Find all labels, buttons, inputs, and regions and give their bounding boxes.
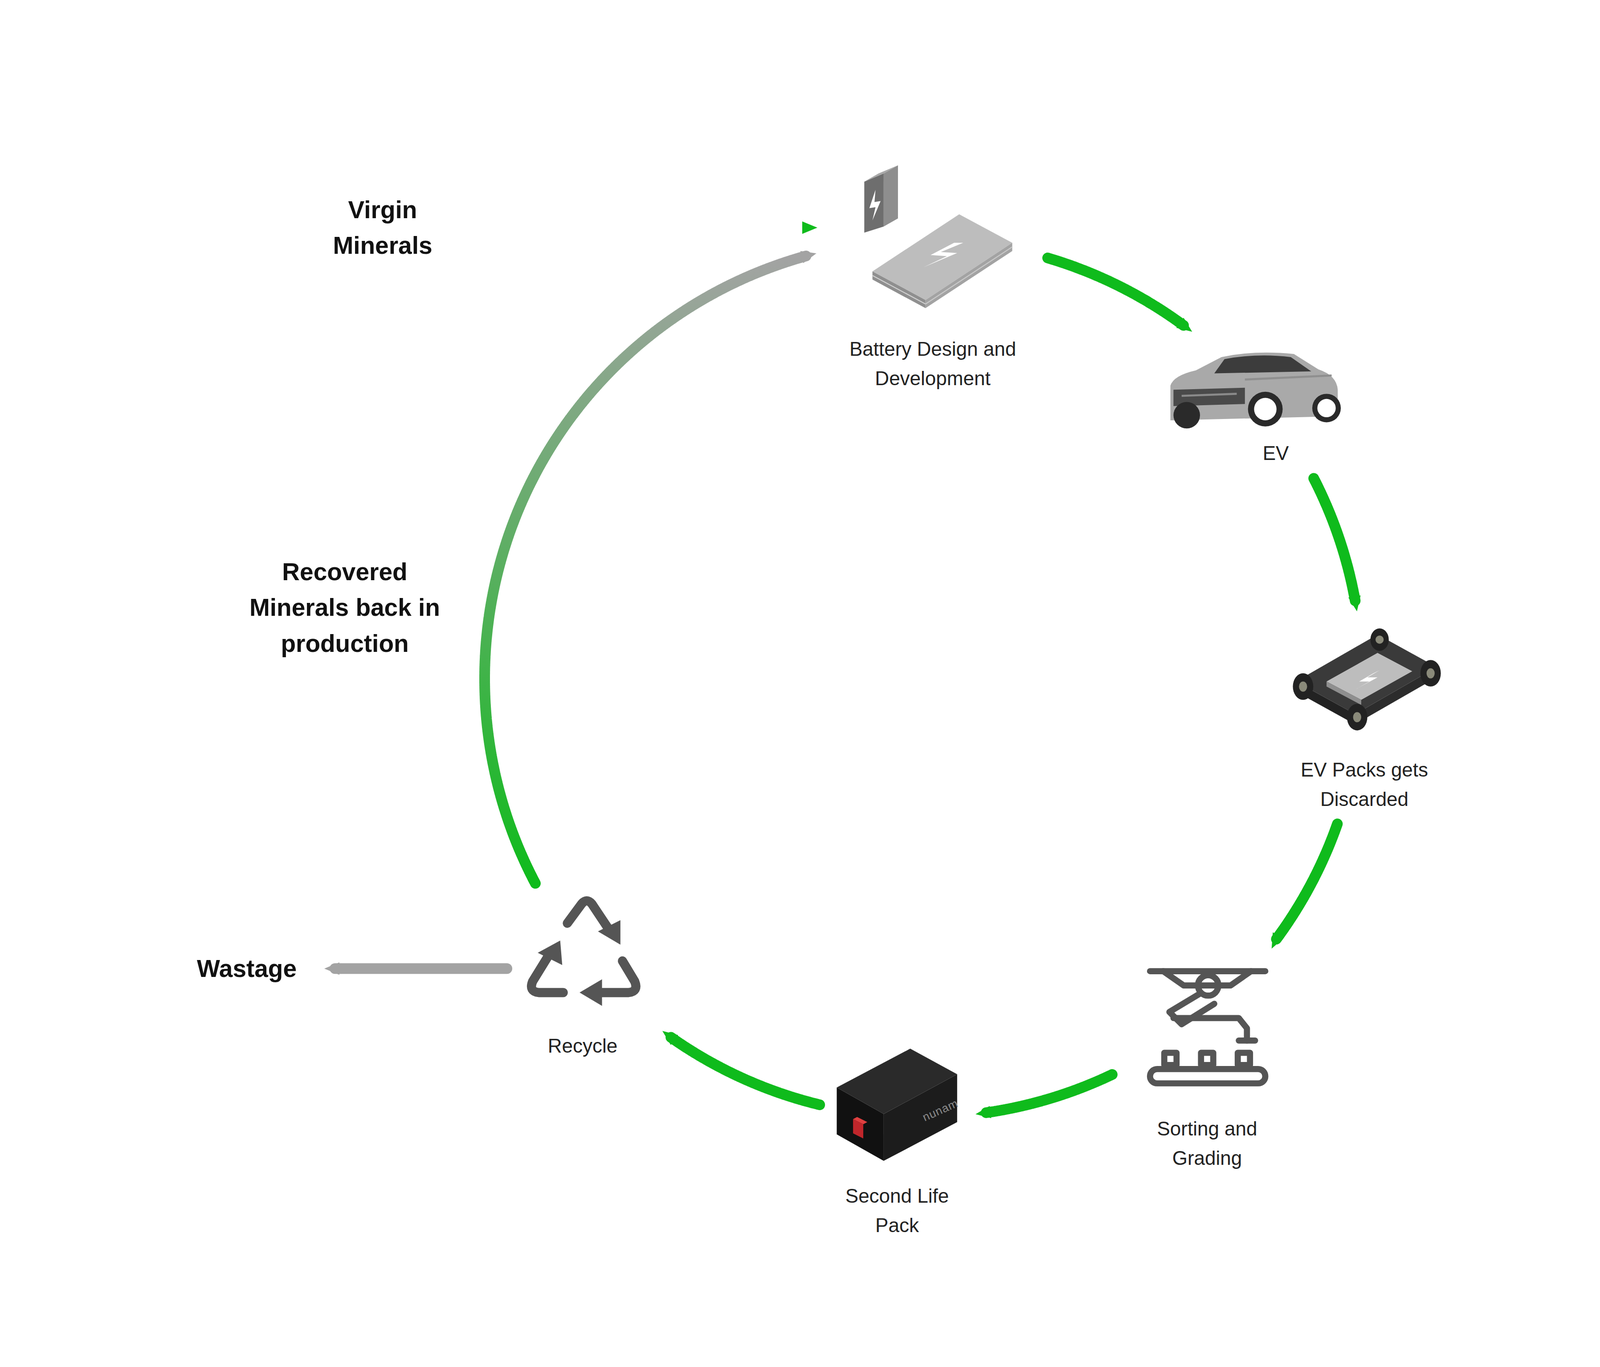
stage-label: Battery Design and Development — [828, 334, 1038, 394]
battery-icon-part — [872, 271, 926, 309]
flow-arrow — [986, 1074, 1113, 1114]
car-icon — [1170, 352, 1342, 429]
car-icon-part — [1214, 355, 1312, 374]
flow-arrow — [334, 963, 507, 975]
flow-arrow — [1313, 478, 1356, 601]
second-life-pack-icon-part — [883, 1074, 958, 1162]
ev-pack-icon-part — [1346, 704, 1368, 731]
battery-icon-part — [872, 275, 926, 305]
brand-text: nunam — [920, 1096, 961, 1125]
recycle-icon-part — [537, 940, 563, 966]
sorting-robot-icon-part — [1164, 1053, 1177, 1066]
stage-label: Sorting and Grading — [1122, 1114, 1292, 1174]
ev-pack-icon-part — [1298, 681, 1307, 692]
stage-label: EV Packs gets Discarded — [1275, 755, 1454, 815]
recycle-icon — [531, 901, 636, 1007]
recycle-icon-part — [567, 901, 609, 929]
battery-icon-part — [864, 173, 884, 233]
ev-pack-icon-part — [1426, 668, 1435, 679]
stage-node: EV — [1186, 346, 1365, 469]
recycle-icon-part — [579, 979, 602, 1007]
car-icon-part — [1253, 398, 1277, 421]
stage-label: Second Life Pack — [830, 1181, 964, 1241]
sorting-robot-icon-part — [1238, 1037, 1256, 1045]
flow-arrow — [465, 222, 807, 233]
sorting-robot-icon-part — [1200, 1053, 1213, 1066]
ev-pack-icon-part — [1326, 681, 1362, 706]
car-icon-part — [1173, 402, 1200, 429]
flow-label: Virgin Minerals — [309, 191, 457, 264]
sorting-robot-icon-part — [1150, 1069, 1266, 1084]
car-icon-part — [1181, 393, 1237, 396]
recycle-icon-part — [597, 920, 621, 945]
flow-endpoint: Wastage — [179, 951, 314, 987]
ev-pack-icon — [1292, 628, 1441, 731]
stage-node: EV Packs gets Discarded — [1275, 622, 1454, 815]
stage-node: Battery Design and Development — [828, 158, 1038, 394]
ev-pack-icon-part — [1420, 660, 1441, 687]
recycle-icon-part — [600, 961, 637, 993]
stage-label: EV — [1186, 438, 1365, 469]
battery-icon-part — [923, 242, 964, 268]
flow-label: Wastage — [179, 951, 314, 987]
flow-endpoint: Virgin Minerals — [309, 191, 457, 264]
stage-node: Recycle — [515, 893, 650, 1062]
second-life-pack-icon-part — [853, 1117, 868, 1125]
ev-pack-icon-part — [1370, 628, 1389, 651]
car-icon-part — [1248, 391, 1283, 427]
battery-icon-part — [883, 165, 898, 227]
second-life-pack-icon-part — [836, 1087, 884, 1162]
battery-icon-part — [869, 189, 881, 221]
car-icon-part — [1244, 375, 1332, 380]
stage-node: Sorting and Grading — [1122, 961, 1292, 1174]
ev-pack-icon-part — [1353, 712, 1362, 723]
stage-node: Second Life Pack nunam — [830, 1044, 964, 1241]
flow-arrow — [1047, 257, 1184, 326]
ev-pack-icon-part — [1292, 673, 1314, 701]
battery-icon-part — [864, 165, 898, 182]
sorting-robot-icon — [1150, 971, 1266, 1084]
battery-icon — [864, 165, 1013, 309]
sorting-robot-icon-part — [1237, 1053, 1250, 1066]
edge-label: Recovered Minerals back in production — [246, 554, 443, 662]
ev-pack-icon-part — [1355, 670, 1380, 690]
car-icon-part — [1312, 393, 1341, 423]
sorting-robot-icon-part — [1173, 1018, 1247, 1041]
car-icon-part — [1317, 399, 1336, 418]
flow-arrow — [1276, 824, 1338, 940]
flow-arrow — [484, 256, 807, 884]
ev-pack-icon-part — [1375, 635, 1384, 644]
flow-arrow — [670, 1037, 820, 1106]
stage-label: Recycle — [515, 1031, 650, 1062]
